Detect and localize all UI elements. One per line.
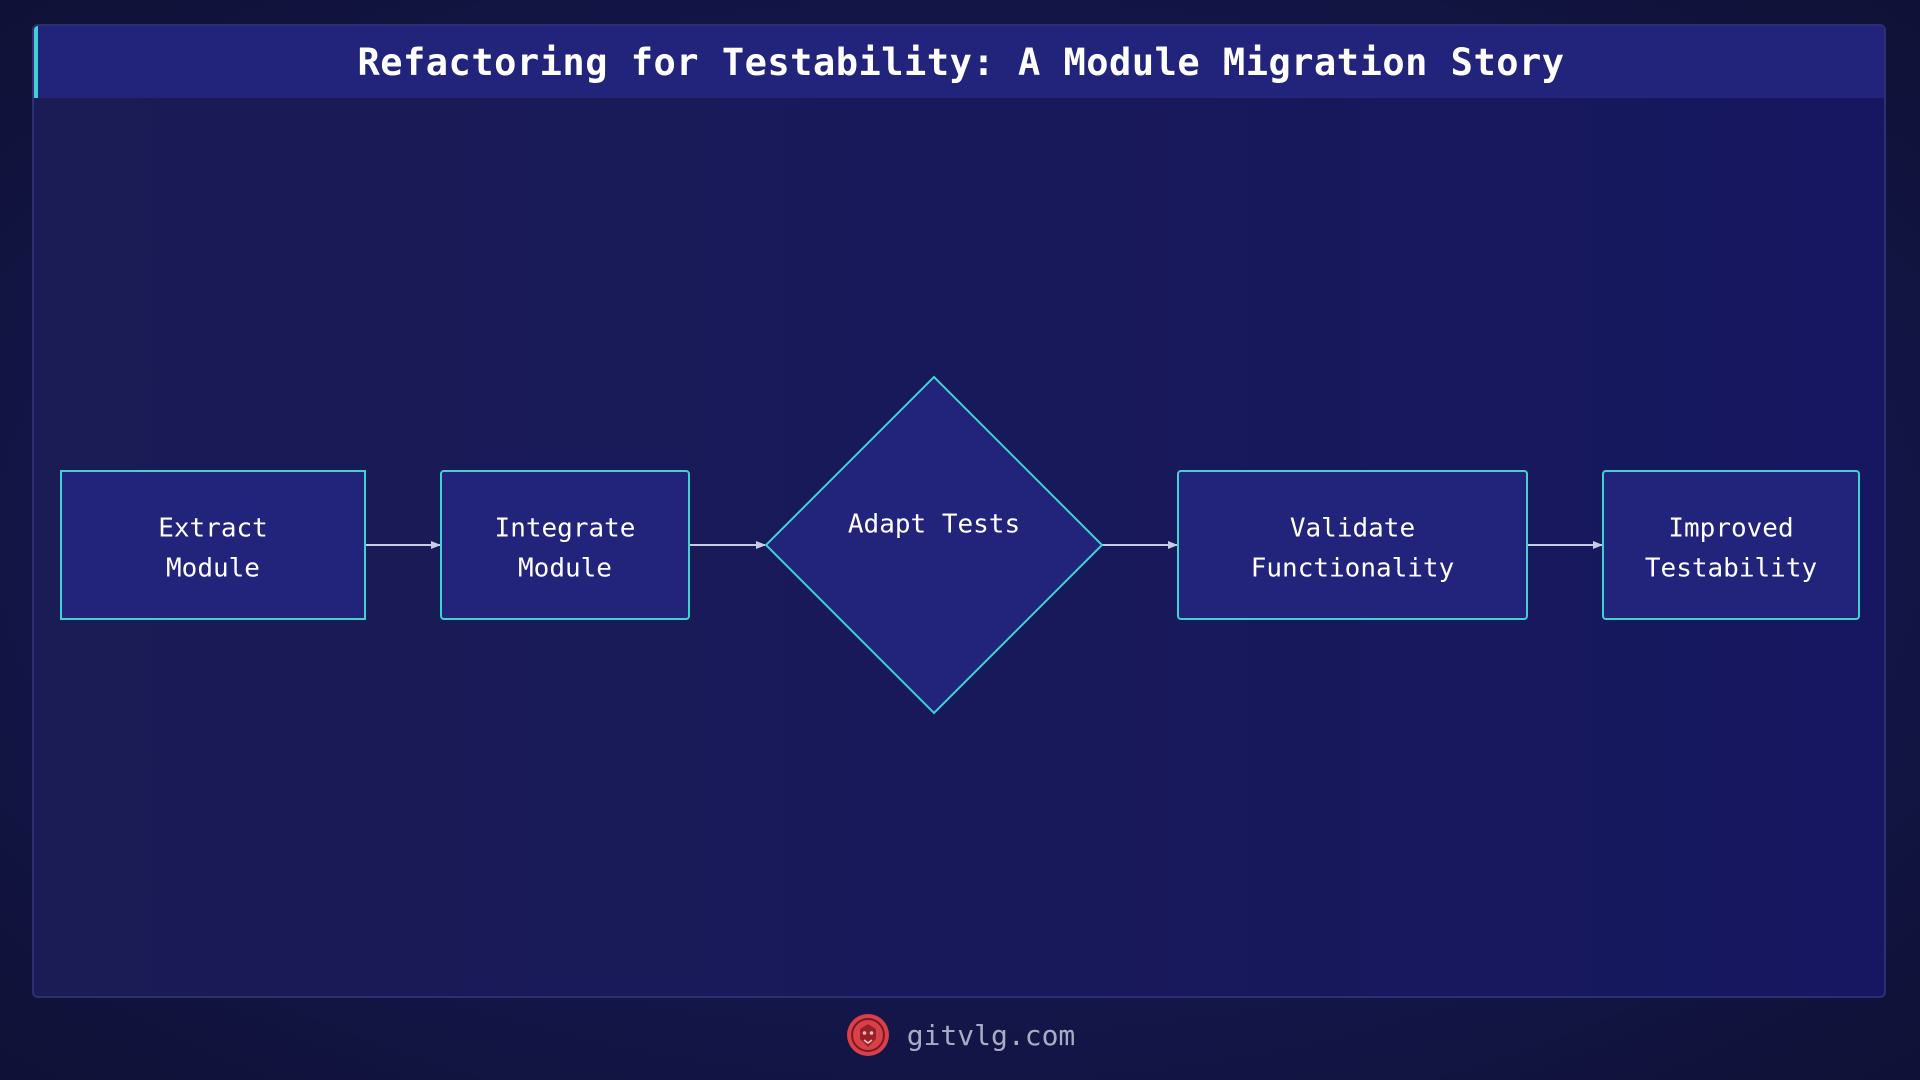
node-extract-label-line: Extract	[158, 514, 268, 544]
node-adapt: Adapt Tests	[764, 375, 1104, 715]
node-validate-shape	[1177, 470, 1528, 620]
footer: gitvlg.com	[0, 1010, 1920, 1060]
node-integrate-label-line: Integrate	[495, 514, 636, 544]
node-improved-label-line: Testability	[1645, 554, 1817, 584]
node-adapt-label-line: Adapt Tests	[848, 510, 1020, 540]
lion-logo-icon	[846, 1014, 889, 1056]
node-improved-shape	[1602, 470, 1860, 620]
node-integrate-shape	[440, 470, 690, 620]
page-title: Refactoring for Testability: A Module Mi…	[357, 40, 1565, 84]
node-validate-label-line: Functionality	[1251, 554, 1455, 584]
node-extract-shape	[60, 470, 366, 620]
node-integrate-label-line: Module	[518, 554, 612, 584]
node-improved-label-line: Improved	[1668, 514, 1793, 544]
node-validate-label-line: Validate	[1290, 514, 1415, 544]
footer-site[interactable]: gitvlg.com	[906, 1018, 1076, 1052]
node-adapt-shape	[764, 375, 1104, 715]
title-bar: Refactoring for Testability: A Module Mi…	[34, 26, 1884, 98]
node-extract-label-line: Module	[166, 554, 260, 584]
